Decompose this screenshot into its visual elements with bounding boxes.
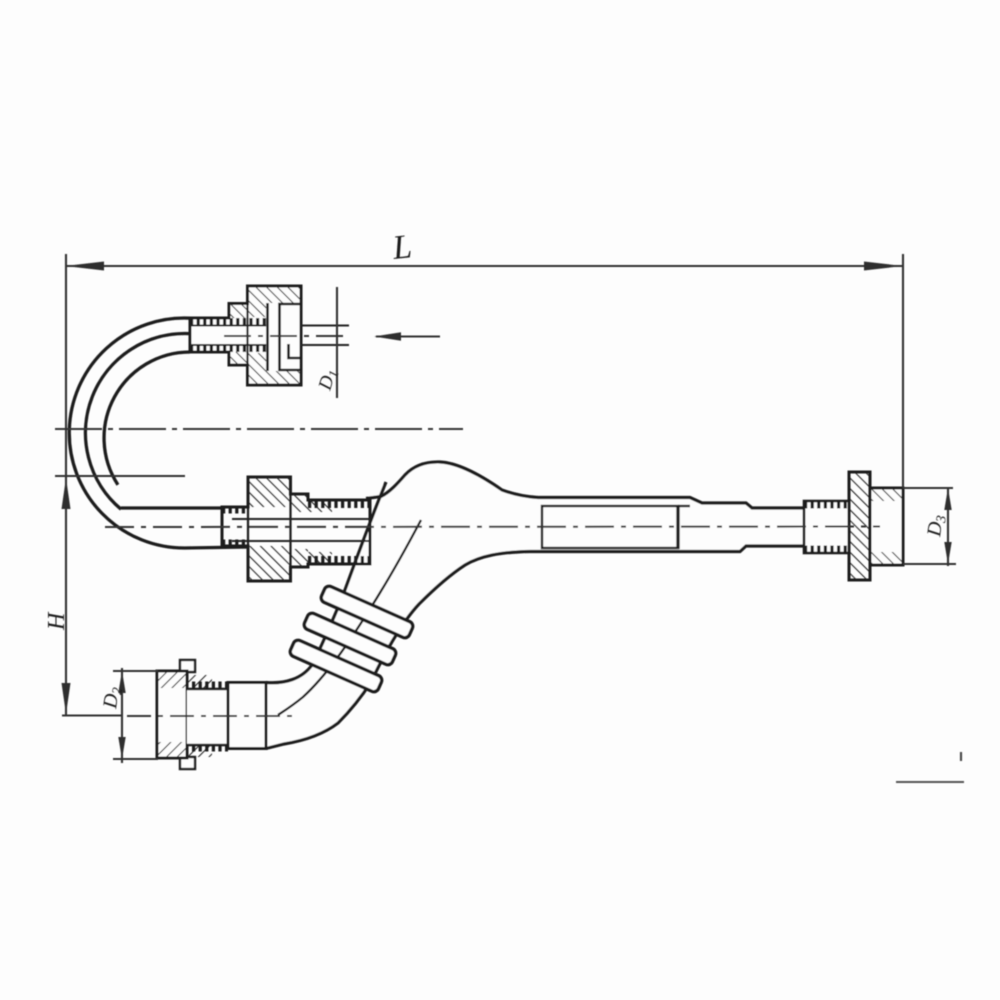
svg-text:L: L xyxy=(390,228,414,267)
svg-text:H: H xyxy=(44,611,70,631)
